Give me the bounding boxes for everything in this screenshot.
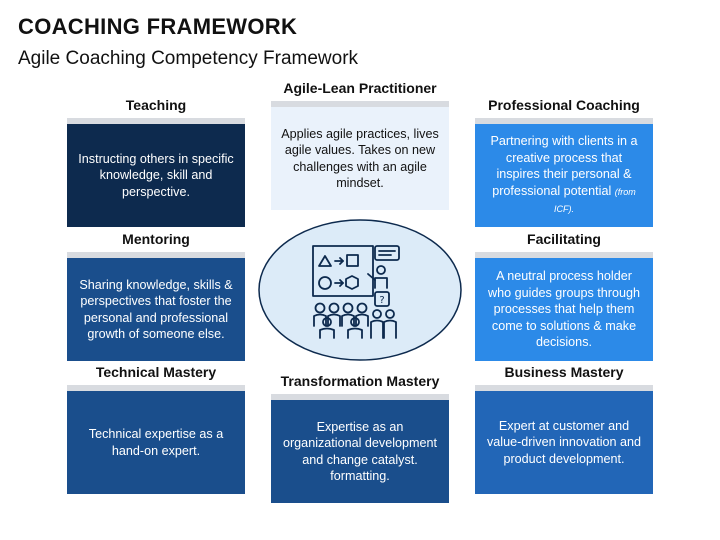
card-professional-coaching: Professional Coaching Partnering with cl… (475, 96, 653, 227)
card-agile-lean: Agile-Lean Practitioner Applies agile pr… (271, 79, 449, 210)
card-body: Expert at customer and value-driven inno… (475, 391, 653, 494)
card-bar (67, 252, 245, 258)
svg-text:?: ? (379, 295, 384, 306)
page-title: COACHING FRAMEWORK (18, 14, 298, 39)
card-business-mastery: Business Mastery Expert at customer and … (475, 363, 653, 494)
card-bar (475, 385, 653, 391)
card-bar (271, 394, 449, 400)
card-label: Facilitating (527, 231, 601, 247)
card-bar (475, 252, 653, 258)
card-body: Partnering with clients in a creative pr… (475, 124, 653, 227)
card-body: Technical expertise as a hand-on expert. (67, 391, 245, 494)
card-mentoring: Mentoring Sharing knowledge, skills & pe… (67, 230, 245, 361)
card-body-note: (from ICF). (554, 186, 636, 215)
page-subtitle: Agile Coaching Competency Framework (18, 48, 359, 69)
center-ellipse: ? (258, 219, 462, 361)
card-label: Business Mastery (504, 364, 624, 380)
card-label: Professional Coaching (488, 97, 640, 113)
card-bar (67, 118, 245, 124)
card-label: Mentoring (122, 231, 190, 247)
card-body: Applies agile practices, lives agile val… (271, 107, 449, 210)
card-body: A neutral process holder who guides grou… (475, 258, 653, 361)
card-body: Sharing knowledge, skills & perspectives… (67, 258, 245, 361)
card-bar (67, 385, 245, 391)
card-body: Instructing others in specific knowledge… (67, 124, 245, 227)
card-bar (475, 118, 653, 124)
card-technical-mastery: Technical Mastery Technical expertise as… (67, 363, 245, 494)
card-label: Agile-Lean Practitioner (283, 80, 437, 96)
card-teaching: Teaching Instructing others in specific … (67, 96, 245, 227)
card-body-text: Partnering with clients in a creative pr… (490, 134, 638, 198)
card-body: Expertise as an organizational developme… (271, 400, 449, 503)
card-bar (271, 101, 449, 107)
card-label: Technical Mastery (95, 364, 217, 380)
team-strategy-icon: ? (312, 245, 400, 339)
card-label: Teaching (125, 97, 187, 113)
card-facilitating: Facilitating A neutral process holder wh… (475, 230, 653, 361)
card-label: Transformation Mastery (280, 373, 440, 389)
card-transformation-mastery: Transformation Mastery Expertise as an o… (271, 372, 449, 503)
